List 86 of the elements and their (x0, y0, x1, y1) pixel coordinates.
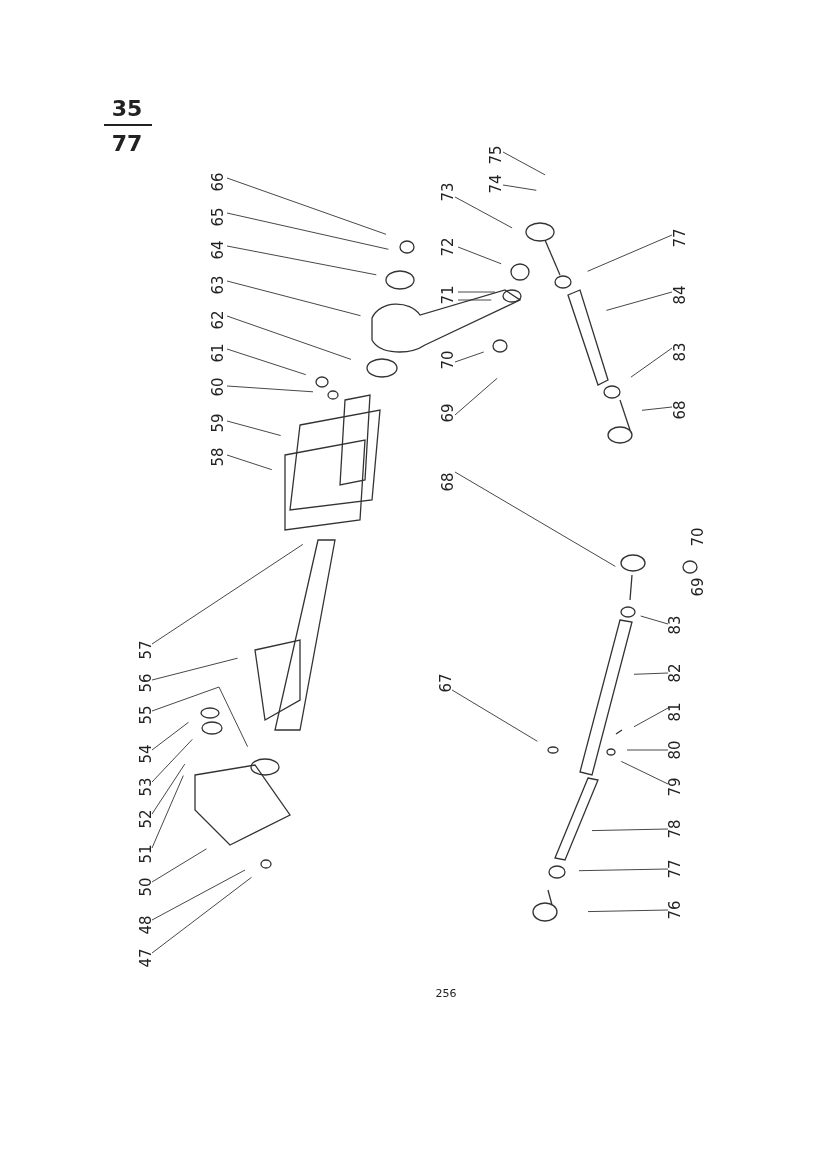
leader-line (626, 749, 669, 751)
callout-number: 83 (672, 342, 688, 362)
leader-line (151, 763, 186, 815)
leader-line (633, 707, 669, 728)
callout-number: 80 (667, 740, 683, 760)
figure-number: 35 (111, 95, 143, 121)
leader-line (151, 657, 238, 681)
leader-line (633, 672, 669, 675)
leader-line (578, 868, 669, 872)
callout-number: 61 (210, 343, 226, 363)
leader-line (226, 420, 282, 436)
leader-line (151, 869, 246, 921)
callout-number: 68 (672, 400, 688, 420)
callout-number: 60 (210, 377, 226, 397)
callout-number: 82 (667, 663, 683, 683)
leader-line (226, 385, 314, 393)
leader-line (454, 196, 513, 229)
callout-number: 55 (138, 705, 154, 725)
callout-number: 74 (488, 174, 504, 194)
callout-number: 63 (210, 275, 226, 295)
leader-line (451, 689, 538, 742)
callout-number: 62 (210, 310, 226, 330)
leader-line (457, 299, 492, 301)
callout-number: 57 (138, 640, 154, 660)
callout-number: 48 (138, 915, 154, 935)
leader-line (226, 280, 361, 317)
callout-number: 78 (667, 819, 683, 839)
leader-line (151, 543, 304, 645)
leader-line (454, 471, 616, 567)
leader-line (151, 775, 184, 849)
callout-number: 68 (440, 472, 456, 492)
callout-number: 58 (210, 447, 226, 467)
callout-number: 77 (667, 859, 683, 879)
leader-line (605, 291, 673, 311)
leader-line (226, 315, 352, 360)
leader-line (226, 348, 307, 376)
callout-number: 75 (488, 145, 504, 165)
leader-line (226, 177, 387, 235)
leader-line (151, 721, 189, 751)
callout-number: 56 (138, 673, 154, 693)
leader-line (630, 347, 673, 378)
callout-number: 66 (210, 172, 226, 192)
callout-number: 51 (138, 844, 154, 864)
leader-line (591, 828, 669, 832)
leader-line (502, 151, 546, 176)
callout-number: 65 (210, 207, 226, 227)
callout-number: 53 (138, 777, 154, 797)
leader-line (502, 184, 537, 191)
callout-number: 77 (672, 228, 688, 248)
leader-line (226, 245, 377, 276)
callout-number: 70 (690, 527, 706, 547)
callout-number: 72 (440, 237, 456, 257)
callout-number: 69 (690, 577, 706, 597)
leader-line (620, 760, 669, 785)
callout-number: 79 (667, 777, 683, 797)
callout-number: 83 (667, 615, 683, 635)
callout-number: 52 (138, 809, 154, 829)
callout-number: 47 (138, 948, 154, 968)
leader-line (640, 615, 669, 625)
leader-line (151, 848, 207, 883)
leader-line (587, 909, 669, 913)
callout-number: 73 (440, 182, 456, 202)
leader-line (454, 377, 498, 416)
callout-number: 50 (138, 877, 154, 897)
leader-line (226, 454, 273, 471)
callout-number: 67 (438, 673, 454, 693)
callout-number: 69 (440, 403, 456, 423)
leader-line (151, 876, 252, 954)
leader-line (454, 351, 485, 363)
callout-number: 70 (440, 350, 456, 370)
callout-number: 81 (667, 702, 683, 722)
figure-number: 77 (111, 130, 143, 156)
callout-number: 54 (138, 744, 154, 764)
leader-line (641, 406, 673, 411)
callout-number: 71 (440, 285, 456, 305)
leader-line (226, 212, 389, 250)
page-number: 256 (435, 986, 457, 1000)
leader-line (151, 738, 193, 783)
callout-number: 84 (672, 285, 688, 305)
callout-number: 64 (210, 240, 226, 260)
leader-line (457, 246, 502, 265)
callout-number: 76 (667, 900, 683, 920)
callout-number: 59 (210, 413, 226, 433)
leader-line (151, 686, 249, 748)
leader-line (587, 234, 673, 272)
leader-line (457, 291, 496, 293)
